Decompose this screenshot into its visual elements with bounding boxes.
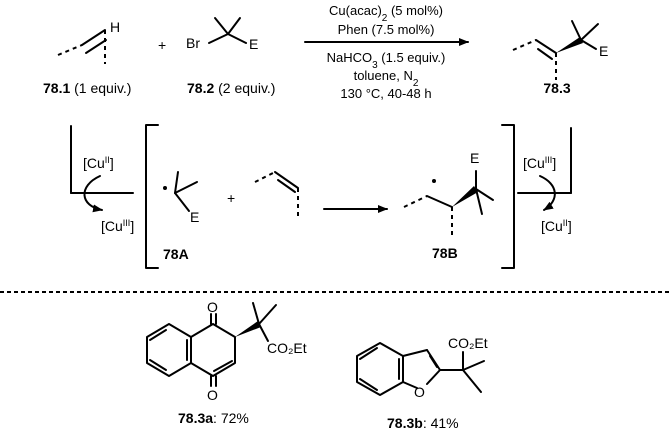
radical-78a: E 78A xyxy=(163,171,199,262)
atom-e: E xyxy=(599,43,608,59)
svg-text:[CuII]: [CuII] xyxy=(541,218,572,234)
compound-id: 78.1 xyxy=(43,80,70,96)
svg-text:130 °C, 40-48 h: 130 °C, 40-48 h xyxy=(340,86,431,101)
reaction-conditions: Cu(acac)2 (5 mol%) Phen (7.5 mol%) NaHCO… xyxy=(327,3,446,101)
compound-id: 78.3 xyxy=(543,80,570,96)
left-bracket xyxy=(145,124,159,269)
product-78-3: E 78.3 xyxy=(512,20,608,96)
atom-e: E xyxy=(470,150,479,166)
svg-text:Phen (7.5 mol%): Phen (7.5 mol%) xyxy=(338,22,435,37)
svg-text:[CuIII]: [CuIII] xyxy=(101,218,134,234)
plus-sign: + xyxy=(158,37,166,53)
svg-text:NaHCO3 (1.5 equiv.): NaHCO3 (1.5 equiv.) xyxy=(327,50,446,71)
compound-id: 78.3a xyxy=(178,410,213,426)
plus-sign: + xyxy=(227,190,235,206)
atom-h: H xyxy=(110,19,120,35)
alkene xyxy=(254,171,299,218)
example-78-3a: O O CO₂Et 78.3a: 72% xyxy=(146,299,307,426)
equiv-note: (1 equiv.) xyxy=(74,80,131,96)
svg-text:toluene, N2: toluene, N2 xyxy=(354,68,419,89)
ester-group: CO₂Et xyxy=(267,340,307,356)
svg-text:78.1 (1 equiv.): 78.1 (1 equiv.) xyxy=(43,80,131,96)
atom-o: O xyxy=(207,387,218,403)
atom-e: E xyxy=(190,209,199,225)
svg-text:[CuIII]: [CuIII] xyxy=(523,155,556,171)
equiv-note: (2 equiv.) xyxy=(218,80,275,96)
svg-text:[CuII]: [CuII] xyxy=(83,155,114,171)
substrate-78-2: Br E 78.2 (2 equiv.) xyxy=(186,17,275,96)
svg-text:78.3b: 41%: 78.3b: 41% xyxy=(387,415,459,431)
example-78-3b: O CO₂Et 78.3b: 41% xyxy=(356,335,488,431)
atom-br: Br xyxy=(186,35,200,51)
atom-o: O xyxy=(414,384,425,400)
compound-id: 78B xyxy=(432,245,458,261)
right-bracket xyxy=(501,124,515,269)
compound-id: 78.3b xyxy=(387,415,423,431)
left-cu-cycle: [CuII] [CuIII] xyxy=(70,125,134,234)
svg-text:78.2 (2 equiv.): 78.2 (2 equiv.) xyxy=(187,80,275,96)
substrate-78-1: H 78.1 (1 equiv.) xyxy=(43,19,131,96)
atom-o: O xyxy=(207,299,218,315)
yield: : 41% xyxy=(423,415,459,431)
atom-e: E xyxy=(249,36,258,52)
right-cu-cycle: [CuIII] [CuII] xyxy=(517,127,572,234)
yield: : 72% xyxy=(213,410,249,426)
compound-id: 78.2 xyxy=(187,80,214,96)
svg-text:Cu(acac)2 (5 mol%): Cu(acac)2 (5 mol%) xyxy=(329,3,443,24)
radical-78b: E 78B xyxy=(403,150,494,261)
ester-group: CO₂Et xyxy=(448,335,488,351)
compound-id: 78A xyxy=(163,246,189,262)
svg-text:78.3a: 72%: 78.3a: 72% xyxy=(178,410,249,426)
